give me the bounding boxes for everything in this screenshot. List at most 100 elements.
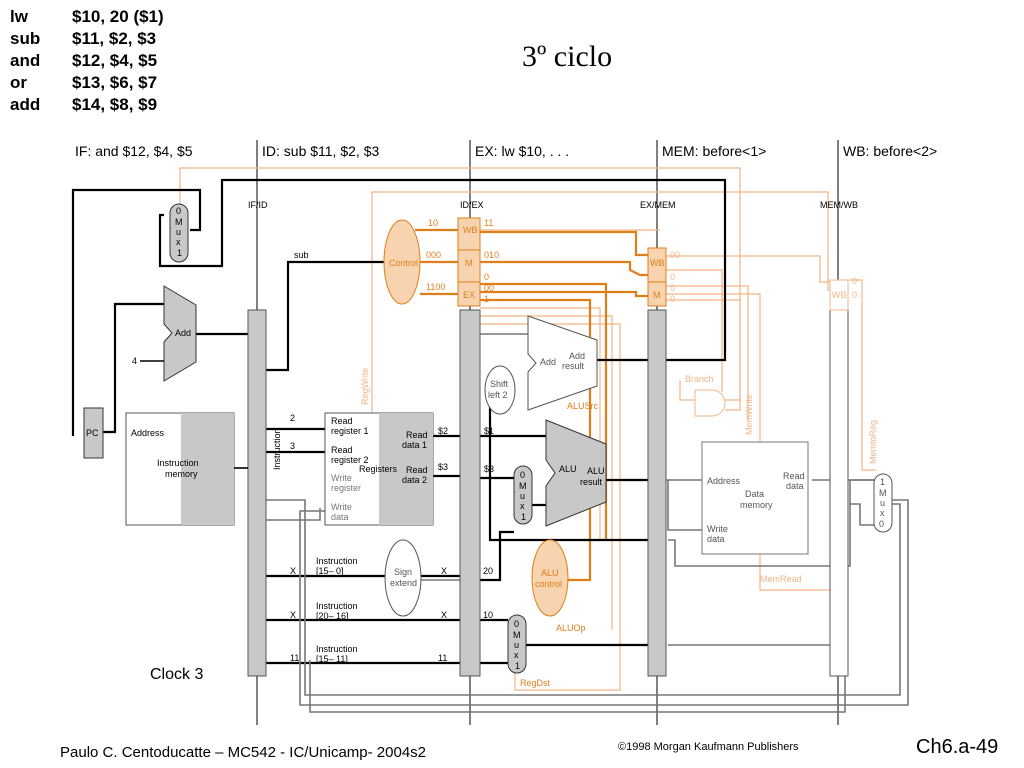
program-line: and$12, $4, $5 [10,50,164,72]
dmem-label: memory [740,500,773,510]
stage-if-label: IF: and $12, $4, $5 [75,143,193,159]
mux-text: 1 [515,661,520,671]
id-ex-register [459,309,481,677]
ex-mem-register [647,309,667,677]
data-memory [701,441,809,555]
if-id-register [247,309,267,677]
field-m: M [465,258,473,268]
instr-field: [15– 0] [316,566,344,576]
signal-value: 11 [290,653,299,663]
mux-text: u [176,227,181,237]
field-ex: EX [463,290,475,300]
signal-value: 10 [428,218,438,228]
signal-value: X [290,610,296,620]
signal-value: 010 [484,250,499,260]
signal-value: 0 [484,272,489,282]
alusrc-label: ALUSrc [567,401,599,411]
registers-title: Registers [359,464,398,474]
signal-value: 11 [484,218,493,228]
mem-wb-register [829,309,849,677]
pc-label: PC [86,428,99,438]
signal-value: X [441,610,447,620]
reg-dst-mux [507,614,527,674]
port-label: Read [331,445,353,455]
stage-mem-label: MEM: before<1> [662,143,766,159]
signal-value: 000 [426,250,441,260]
instruction-sequence: lw$10, 20 ($1) sub $11, $2, $3 and$12, $4… [10,6,164,116]
field-wb: WB [463,225,478,235]
signal-value: $3 [438,462,448,472]
alu-control-label: control [535,579,562,589]
idex-control-fields [457,217,481,307]
mux-text: u [880,498,885,508]
ex-adder-label: result [562,361,585,371]
signal-value: 0 [670,272,675,282]
memtoreg-label: MemtoReg [868,420,878,464]
ex-adder-label: Add [540,357,556,367]
opcode: sub [10,29,41,48]
imem-title: memory [165,469,198,479]
reg-label-idex: ID/EX [460,200,484,210]
alu-label: ALU [559,464,577,474]
opcode: lw [10,7,28,26]
mux-text: u [514,640,519,650]
slide-title: 3º ciclo [522,40,613,73]
inactive-data-lines [266,333,909,713]
mux-text: 0 [514,619,519,629]
mux-text: u [520,491,525,501]
program-line: add$14, $8, $9 [10,94,164,116]
footer-copyright: ©1998 Morgan Kaufmann Publishers [618,741,799,753]
aluop-label: ALUOp [556,623,586,633]
dmem-label: data [786,481,804,491]
port-label: Read [406,430,428,440]
operands: $11, $2, $3 [72,29,157,48]
port-label: Read [331,416,353,426]
regdst-label: RegDst [520,678,551,688]
port-label: register [331,483,361,493]
mux-text: x [176,237,181,247]
memwrite-label: MemWrite [744,394,754,435]
signal-value: $3 [484,464,494,474]
dmem-label: Read [783,471,805,481]
signal-value: sub [294,250,309,260]
shift-left-label: Shift [490,379,509,389]
dmem-label: data [707,534,725,544]
program-line: or$13, $6, $7 [10,72,164,94]
branch-label: Branch [685,374,714,384]
port-label: register 1 [331,426,369,436]
if-adder-label: Add [175,328,191,338]
pipeline-register-bars [247,309,849,677]
signal-value: 0 [670,294,675,304]
shift-left-label: left 2 [488,390,508,400]
opcode: and [10,51,41,70]
signal-value: 1100 [426,282,445,292]
const-four: 4 [132,356,137,366]
dmem-label: Data [745,489,764,499]
sign-extend-label: extend [390,578,417,588]
signal-value: 0 [852,276,857,286]
dmem-label: Write [707,524,728,534]
mux-text: 0 [879,519,884,529]
field-m: M [653,290,661,300]
mux-text: 1 [880,477,885,487]
alu-control [531,539,569,617]
mux-text: M [879,488,887,498]
stage-id-label: ID: sub $11, $2, $3 [262,143,379,159]
program-line: lw$10, 20 ($1) [10,6,164,28]
alu-label: ALU [587,466,605,476]
signal-value: 20 [483,566,493,576]
regwrite-label: RegWrite [360,368,370,405]
signal-value: $2 [438,426,448,436]
field-wb: WB [832,290,847,300]
signal-value: $1 [484,426,494,436]
mux-text: M [519,481,527,491]
reg-label-exmem: EX/MEM [640,200,676,210]
alu-src-mux [513,465,533,525]
mux-text: x [514,650,519,660]
shift-left-2 [484,365,516,415]
alu [545,419,607,527]
port-label: register 2 [331,455,369,465]
opcode: or [10,73,27,92]
instr-field: Instruction [316,556,358,566]
